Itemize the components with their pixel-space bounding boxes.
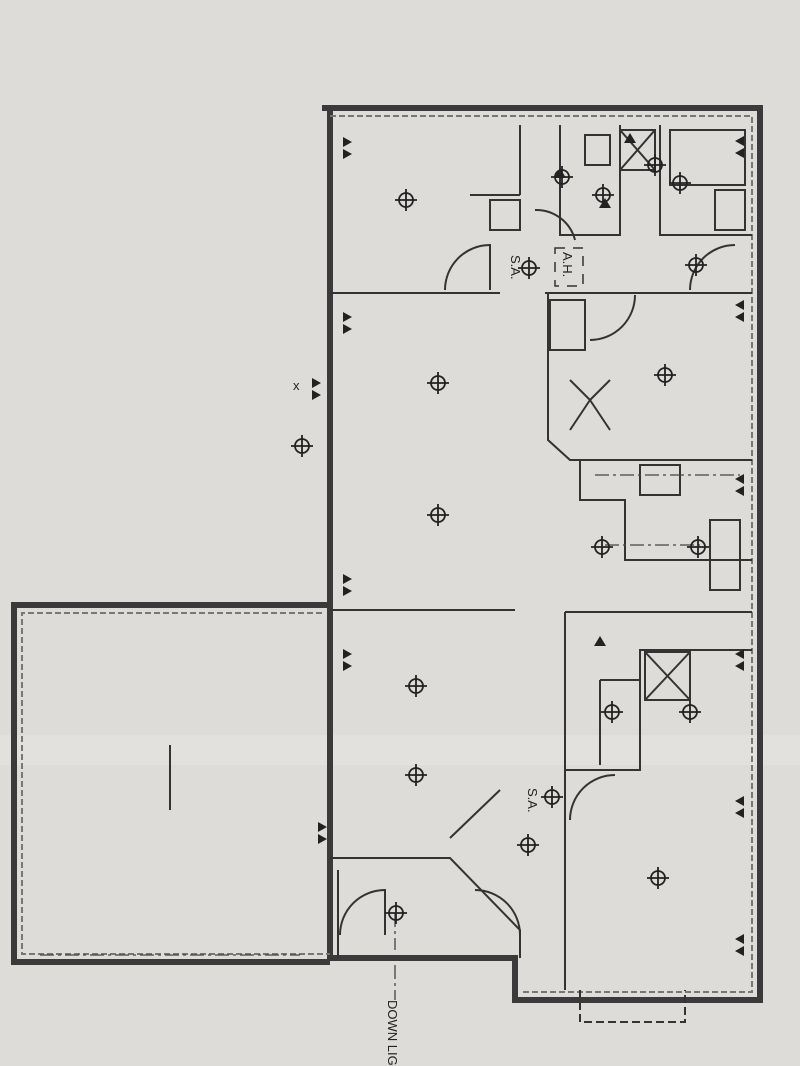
light-fixture-icon	[644, 154, 666, 176]
outlet-icon	[624, 133, 636, 143]
light-fixture-icon	[518, 257, 540, 279]
outlet-icon	[318, 822, 327, 844]
outlet-icon	[343, 137, 352, 159]
light-fixture-icon	[291, 435, 313, 457]
light-fixture-icon	[405, 675, 427, 697]
light-fixture-icon	[679, 701, 701, 723]
light-fixture-icon	[654, 364, 676, 386]
light-fixture-icon	[601, 701, 623, 723]
outlet-icon	[735, 136, 744, 158]
light-fixture-icon	[687, 536, 709, 558]
outlet-icon	[735, 474, 744, 496]
smoke-alarm-label: S.A.	[508, 255, 523, 280]
paper-fold	[0, 735, 800, 765]
x-mark-label: x	[293, 378, 300, 393]
light-fixture-icon	[405, 764, 427, 786]
exterior-walls	[11, 105, 763, 1003]
smoke-alarm-label-2: S.A.	[525, 788, 540, 813]
outlet-icon	[343, 649, 352, 671]
air-handler-label: A.H.	[560, 252, 575, 277]
air-handler-box	[554, 247, 584, 287]
light-fixture-icon	[427, 372, 449, 394]
outlet-icon	[343, 312, 352, 334]
light-fixture-icon	[395, 189, 417, 211]
down-light-label: DOWN LIG	[385, 1000, 400, 1066]
outlet-icon	[735, 300, 744, 322]
outlet-icon	[312, 378, 321, 400]
light-fixture-icon	[541, 786, 563, 808]
outlet-icon	[599, 198, 611, 208]
light-fixture-icon	[427, 504, 449, 526]
light-fixture-icon	[591, 536, 613, 558]
light-fixture-icon	[669, 172, 691, 194]
outlet-icon	[343, 574, 352, 596]
outlet-icon	[594, 636, 606, 646]
interior-walls	[169, 125, 752, 1023]
outlet-icon	[735, 796, 744, 818]
outlet-icon	[735, 934, 744, 956]
outlet-icon	[554, 168, 566, 178]
light-fixture-icon	[647, 867, 669, 889]
outlet-icon	[735, 649, 744, 671]
light-fixture-icon	[517, 834, 539, 856]
outlets	[312, 133, 744, 956]
light-fixture-icon	[385, 902, 407, 924]
light-fixture-icon	[685, 254, 707, 276]
